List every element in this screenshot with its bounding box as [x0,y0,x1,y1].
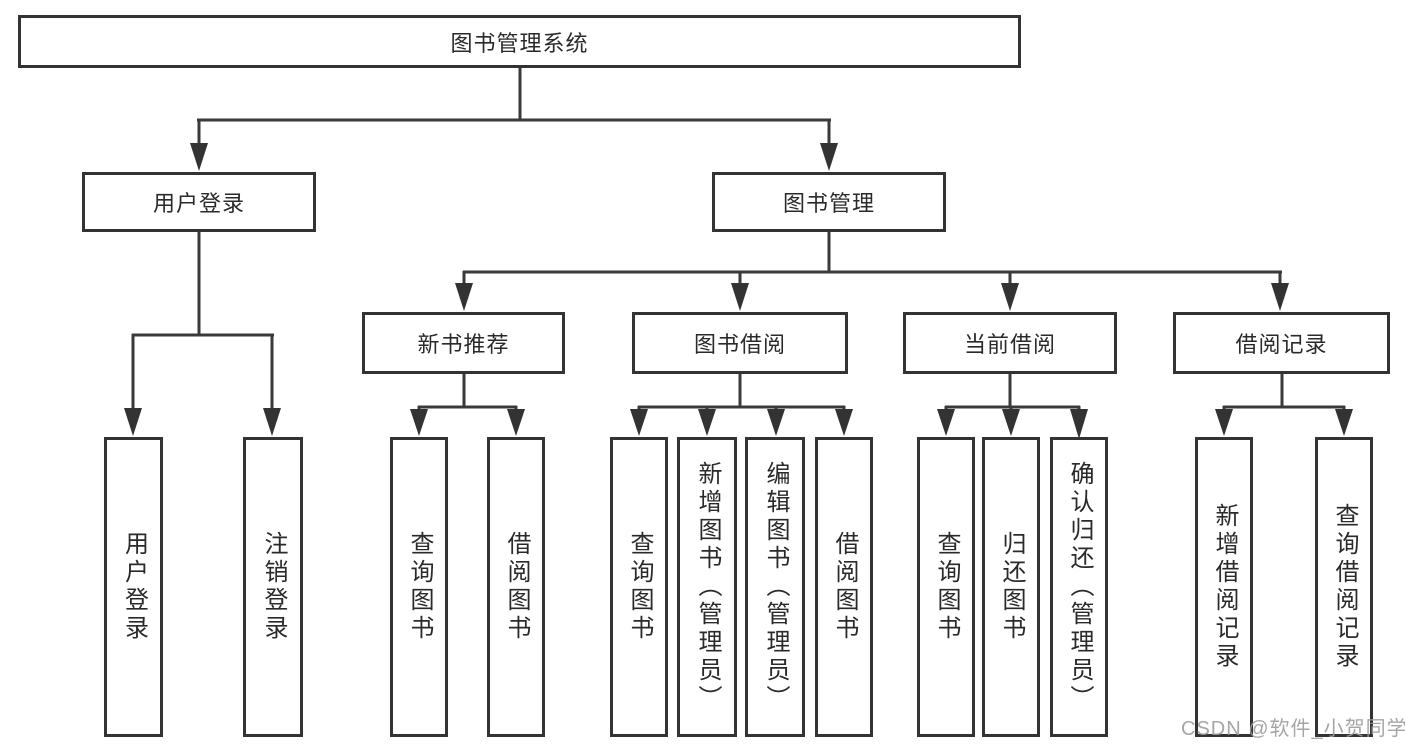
leaf-borrow-query-books: 查询图书 [610,437,668,737]
leaf-current-confirm-return-admin: 确认归还（管理员） [1050,437,1108,737]
leaf-recommend-query-books: 查询图书 [390,437,448,737]
node-library-system: 图书管理系统 [18,15,1021,68]
csdn-watermark: CSDN @软件_小贺同学 [1181,718,1405,740]
node-book-management: 图书管理 [712,172,946,232]
leaf-logout: 注销登录 [243,437,303,737]
leaf-user-login: 用户登录 [104,437,163,737]
node-borrow-records: 借阅记录 [1173,312,1390,374]
leaf-borrow-edit-books-admin: 编辑图书（管理员） [745,437,805,737]
leaf-current-return-books: 归还图书 [982,437,1040,737]
node-book-borrow: 图书借阅 [632,312,848,374]
node-user-login: 用户登录 [82,172,316,232]
leaf-records-query-record: 查询借阅记录 [1315,437,1373,737]
node-current-borrow: 当前借阅 [903,312,1117,374]
node-new-book-recommend: 新书推荐 [362,312,565,374]
leaf-current-query-books: 查询图书 [917,437,975,737]
leaf-records-add-record: 新增借阅记录 [1195,437,1253,737]
leaf-borrow-add-books-admin: 新增图书（管理员） [677,437,737,737]
leaf-recommend-borrow-books: 借阅图书 [487,437,545,737]
leaf-borrow-borrow-books: 借阅图书 [815,437,873,737]
